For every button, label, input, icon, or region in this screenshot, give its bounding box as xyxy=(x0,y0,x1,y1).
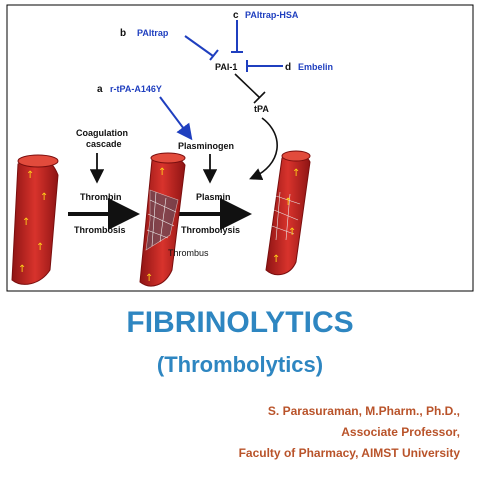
label-a-letter: a xyxy=(97,84,103,95)
svg-text:↑: ↑ xyxy=(18,264,26,275)
node-plasmin: Plasmin xyxy=(196,192,231,202)
label-d-letter: d xyxy=(285,62,291,73)
node-coagulation-line2: cascade xyxy=(86,139,122,149)
author-affiliation: Faculty of Pharmacy, AIMST University xyxy=(238,446,460,460)
author-name: S. Parasuraman, M.Pharm., Ph.D., xyxy=(267,404,460,418)
svg-text:↑: ↑ xyxy=(36,242,44,253)
rtpa-a146y-arrow xyxy=(159,96,193,141)
node-pai1: PAI-1 xyxy=(215,62,237,72)
pai1-inhibit-tpa-bar xyxy=(253,91,266,104)
pai1-inhibit-tpa-line xyxy=(234,73,261,99)
node-thrombus: Thrombus xyxy=(168,248,209,258)
node-coagulation-line1: Coagulation xyxy=(76,128,128,138)
slide-subtitle: (Thrombolytics) xyxy=(156,352,324,377)
label-rtpa-a146y: r-tPA-A146Y xyxy=(110,84,162,94)
node-tpa: tPA xyxy=(254,104,269,114)
label-embelin: Embelin xyxy=(298,62,333,72)
fibrinolysis-diagram: b PAItrap c PAItrap-HSA d Embelin a r-tP… xyxy=(6,4,474,292)
svg-text:↑: ↑ xyxy=(145,273,153,284)
vessel-healthy: ↑ ↑ ↑ ↑ ↑ xyxy=(11,154,59,285)
svg-text:↑: ↑ xyxy=(284,197,292,208)
node-thrombolysis: Thrombolysis xyxy=(181,225,240,235)
label-c-letter: c xyxy=(233,10,239,21)
svg-text:↑: ↑ xyxy=(288,227,296,238)
paitrap-inhibit-line xyxy=(184,35,214,57)
vessel-lysed: ↑ ↑ ↑ ↑ xyxy=(265,150,311,276)
author-position: Associate Professor, xyxy=(341,425,460,439)
node-thrombin: Thrombin xyxy=(80,192,122,202)
label-paitrap: PAItrap xyxy=(137,28,169,38)
diagram-frame xyxy=(6,4,474,292)
svg-text:↑: ↑ xyxy=(158,167,166,178)
tpa-to-plasmin-arrow xyxy=(249,117,278,181)
svg-text:↑: ↑ xyxy=(292,168,300,179)
svg-text:↑: ↑ xyxy=(26,170,34,181)
svg-text:↑: ↑ xyxy=(22,217,30,228)
svg-text:↑: ↑ xyxy=(272,254,280,265)
label-paitrap-hsa: PAItrap-HSA xyxy=(245,10,299,20)
node-thrombosis: Thrombosis xyxy=(74,225,126,235)
svg-text:↑: ↑ xyxy=(40,192,48,203)
label-b-letter: b xyxy=(120,28,126,39)
paitrap-inhibit-bar xyxy=(209,49,219,61)
node-plasminogen: Plasminogen xyxy=(178,141,234,151)
slide-title: FIBRINOLYTICS xyxy=(126,306,354,339)
vessel-thrombus: ↑ ↑ xyxy=(139,152,186,287)
